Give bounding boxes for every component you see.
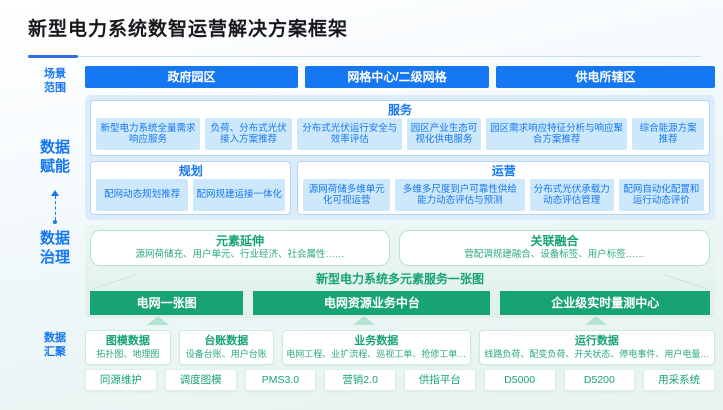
title-divider [28,55,701,58]
scene-power-supply-area: 供电所辖区 [496,66,715,88]
system-chip: PMS3.0 [244,369,317,391]
data-flow-arrow-icon [49,190,61,224]
service-box: 服务 新型电力系统全量需求响应服务 负荷、分布式光伏接入方案推荐 分布式光伏运行… [90,100,710,156]
scene-grid-center: 网格中心/二级网格 [305,66,489,88]
graph-model-data-box: 图模数据 拓扑图、地理图 [85,330,171,365]
operation-chip-row: 源网荷储多维单元化可视运营 多维多尺度到户可靠性供给能力动态评估与预测 分布式光… [298,179,709,211]
planning-chip: 配网规建运接一体化 [193,179,286,211]
system-chip: D5200 [563,369,636,391]
platform-row: 电网一张图 电网资源业务中台 企业级实时量测中心 [90,291,711,315]
element-extension-title: 元素延伸 [216,234,265,248]
service-chip: 园区需求响应特征分析与响应聚合方案推荐 [485,118,628,150]
association-fusion-desc: 营配调规建融合、设备标签、用户标签…… [464,249,645,260]
operation-chip: 源网荷储多维单元化可视运营 [303,179,391,211]
service-chip: 园区产业生态可视化供电服务 [407,118,481,150]
system-chip: 用采系统 [643,369,715,391]
graph-model-data-title: 图模数据 [105,335,150,347]
title-divider-accent [28,55,78,58]
graph-model-data-desc: 拓扑图、地理图 [96,349,160,359]
system-chip: D5000 [483,369,556,391]
operation-chip: 分布式光伏承载力动态评估管理 [529,179,614,211]
business-data-box: 业务数据 电网工程、业扩流程、巡视工单、抢修工单… [281,330,471,365]
data-empowerment-panel: 服务 新型电力系统全量需求响应服务 负荷、分布式光伏接入方案推荐 分布式光伏运行… [85,95,715,220]
ledger-data-box: 台账数据 设备台账、用户台账 [178,330,274,365]
service-chip: 新型电力系统全量需求响应服务 [96,118,200,150]
platform-grid-resource-middle-platform: 电网资源业务中台 [253,291,491,315]
data-aggregation-row: 图模数据 拓扑图、地理图 台账数据 设备台账、用户台账 业务数据 电网工程、业扩… [85,330,715,365]
service-chip: 负荷、分布式光伏接入方案推荐 [204,118,293,150]
chevron-up-icon [147,316,169,325]
one-map-title: 新型电力系统多元素服务一张图 [315,272,484,286]
planning-box: 规划 配网动态规划推荐 配网规建运接一体化 [90,161,292,215]
side-label-data-empowerment: 数据赋能 [39,139,70,175]
element-extension-box: 元素延伸 源网荷储充、用户单元、行业经济、社会属性…… [90,230,391,266]
operation-data-desc: 线路负荷、配变负荷、开关状态、停电事件、用户电量… [484,349,710,359]
arrow-base-dot [53,220,57,224]
service-box-title: 服务 [387,103,412,117]
business-data-title: 业务数据 [354,335,399,347]
ledger-data-title: 台账数据 [204,335,249,347]
operation-data-title: 运行数据 [574,335,619,347]
operation-chip: 配网自动化配置和运行动态评价 [618,179,704,211]
element-extension-desc: 源网荷储充、用户单元、行业经济、社会属性…… [135,249,345,260]
planning-chip: 配网动态规划推荐 [96,179,189,211]
service-chip: 综合能源方案推荐 [632,118,704,150]
source-systems-row: 同源维护 调度图模 PMS3.0 营销2.0 供指平台 D5000 D5200 … [85,369,715,391]
system-chip: 调度图模 [164,369,237,391]
service-chip-row: 新型电力系统全量需求响应服务 负荷、分布式光伏接入方案推荐 分布式光伏运行安全与… [91,118,709,150]
ledger-data-desc: 设备台账、用户台账 [185,349,267,359]
platform-enterprise-measurement-center: 企业级实时量测中心 [500,291,711,315]
business-data-desc: 电网工程、业扩流程、巡视工单、抢修工单… [286,349,467,359]
chevron-up-icon [353,316,375,325]
system-chip: 营销2.0 [324,369,396,391]
operation-data-box: 运行数据 线路负荷、配变负荷、开关状态、停电事件、用户电量… [478,330,715,365]
operation-box: 运营 源网荷储多维单元化可视运营 多维多尺度到户可靠性供给能力动态评估与预测 分… [297,161,710,215]
association-fusion-title: 关联融合 [530,234,579,248]
arrow-up-head-icon [51,190,59,196]
chevron-up-icon [585,316,607,325]
arrow-dashed-line [54,196,56,220]
side-label-data-governance: 数据治理 [39,230,70,266]
planning-operation-row: 规划 配网动态规划推荐 配网规建运接一体化 运营 源网荷储多维单元化可视运营 多… [90,161,710,215]
platform-grid-one-map: 电网一张图 [90,291,244,315]
planning-box-title: 规划 [178,164,203,178]
page-title: 新型电力系统数智运营解决方案框架 [28,19,349,40]
system-chip: 同源维护 [85,369,157,391]
one-map-banner: 新型电力系统多元素服务一张图 [90,268,710,290]
operation-box-title: 运营 [491,164,516,178]
scene-government-park: 政府园区 [85,66,298,88]
scene-scope-row: 政府园区 网格中心/二级网格 供电所辖区 [85,66,715,88]
side-label-data-aggregation: 数据汇聚 [44,332,66,358]
data-governance-panel: 元素延伸 源网荷储充、用户单元、行业经济、社会属性…… 关联融合 营配调规建融合… [85,225,715,325]
system-chip: 供指平台 [404,369,476,391]
side-label-scene-scope: 场景范围 [44,68,66,94]
planning-chip-row: 配网动态规划推荐 配网规建运接一体化 [91,179,290,211]
governance-box-row: 元素延伸 源网荷储充、用户单元、行业经济、社会属性…… 关联融合 营配调规建融合… [90,230,710,266]
association-fusion-box: 关联融合 营配调规建融合、设备标签、用户标签…… [399,230,710,266]
service-chip: 分布式光伏运行安全与效率评估 [297,118,403,150]
operation-chip: 多维多尺度到户可靠性供给能力动态评估与预测 [395,179,525,211]
